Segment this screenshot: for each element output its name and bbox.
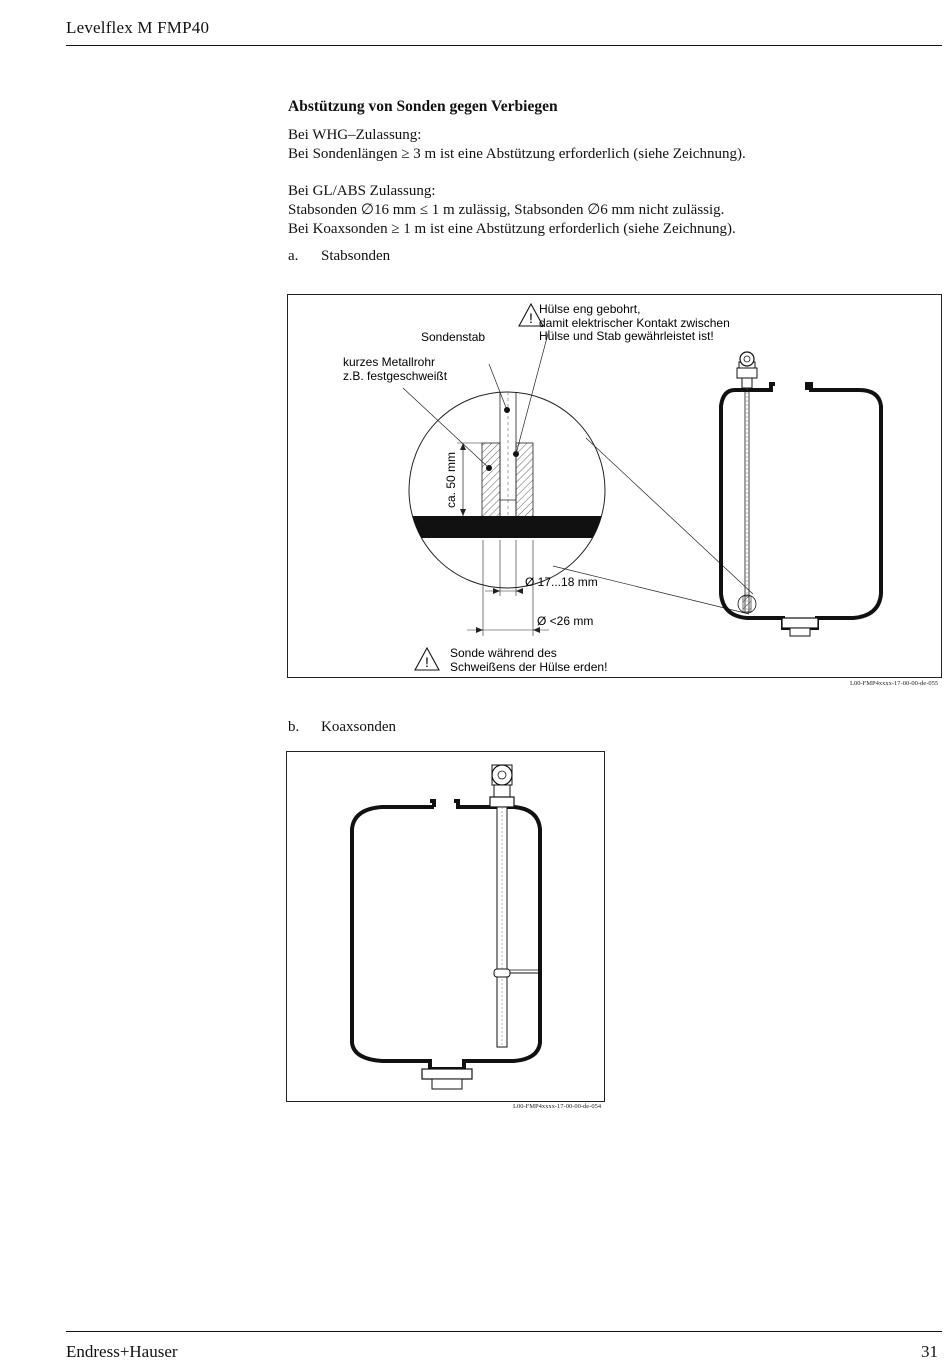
main-content: Abstützung von Sonden gegen Verbiegen Be… — [288, 98, 942, 239]
footer-rule — [66, 1331, 942, 1332]
header-title: Levelflex M FMP40 — [66, 18, 210, 37]
list-marker-b: b. — [288, 719, 300, 735]
warning-bottom-line1: Sonde während des — [450, 646, 557, 660]
warning-top-line2: damit elektrischer Kontakt zwischen — [539, 316, 730, 330]
figure-id-b: L00-FMP4xxxx-17-00-00-de-054 — [513, 1103, 602, 1110]
footer-brand: Endress+Hauser — [66, 1342, 178, 1361]
figure-coax-probe — [286, 751, 606, 1103]
list-item-a: a. Stabsonden — [288, 248, 390, 265]
whg-label: Bei WHG–Zulassung: — [288, 127, 422, 143]
warning-top-line3: Hülse und Stab gewährleistet ist! — [539, 329, 714, 343]
label-sondenstab: Sondenstab — [421, 330, 485, 344]
figure-id-a: L00-FMP4xxxx-17-00-00-de-055 — [850, 680, 939, 687]
gl-text-coax: Bei Koaxsonden ≥ 1 m ist eine Abstützung… — [288, 221, 736, 237]
header-rule — [66, 45, 942, 46]
svg-text:!: ! — [425, 654, 429, 670]
list-marker-a: a. — [288, 248, 299, 264]
detail-magnifier — [408, 391, 606, 589]
warning-icon: ! — [518, 302, 544, 327]
dim-inner: Ø 17...18 mm — [525, 575, 598, 589]
dim-outer: Ø <26 mm — [537, 614, 593, 628]
figure-rod-probe: ! ! Hülse eng gebohrt, damit elektrische… — [287, 294, 943, 678]
section-title: Abstützung von Sonden gegen Verbiegen — [288, 98, 558, 115]
list-label-b: Koaxsonden — [321, 719, 396, 735]
warning-icon: ! — [414, 646, 440, 671]
svg-text:!: ! — [529, 310, 533, 326]
warning-bottom-line2: Schweißens der Hülse erden! — [450, 660, 607, 674]
gl-label: Bei GL/ABS Zulassung: — [288, 183, 436, 199]
dim-height: ca. 50 mm — [444, 452, 458, 508]
label-rohr-line1: kurzes Metallrohr — [343, 355, 435, 369]
label-rohr-line2: z.B. festgeschweißt — [343, 369, 448, 383]
tank-illustration-b — [350, 764, 542, 1090]
page-number: 31 — [921, 1342, 938, 1361]
list-label-a: Stabsonden — [321, 248, 391, 264]
list-item-b: b. Koaxsonden — [288, 719, 396, 736]
warning-top-line1: Hülse eng gebohrt, — [539, 302, 640, 316]
whg-text: Bei Sondenlängen ≥ 3 m ist eine Abstützu… — [288, 146, 746, 162]
tank-illustration-a — [719, 351, 883, 637]
gl-text-rods: Stabsonden ∅16 mm ≤ 1 m zulässig, Stabso… — [288, 202, 725, 218]
